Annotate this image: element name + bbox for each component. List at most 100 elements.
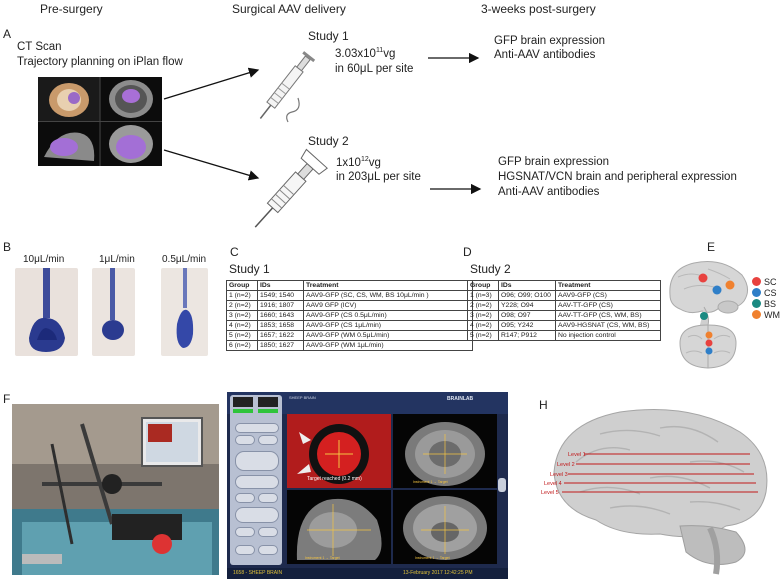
legend-dot-cs [752,288,761,297]
table-header: Treatment [303,280,473,291]
footer-patient: 1658 - SHEEP BRAIN [233,570,283,576]
instrument-label: Instrument 1 → Target [305,556,340,560]
level-label-2: Level 2 [557,462,575,468]
control-button[interactable] [258,493,278,503]
study2-dose: 1x1012vg [336,156,381,169]
injection-site-legend: SC CS BS WM [752,276,780,320]
display-box-right [258,397,278,407]
study2-outcome-1: GFP brain expression [498,156,610,168]
target-message: Target reached (0.2 mm) [307,476,362,482]
back-button[interactable] [235,545,255,555]
panel-label-d: D [463,245,472,259]
level-label-3: Level 3 [550,472,568,478]
syringe-small-icon [240,40,330,135]
panel-label-c: C [230,245,239,259]
study2-volume: in 203μL per site [336,171,421,183]
study2-label: Study 2 [308,134,349,148]
rate-label-10: 10μL/min [23,254,65,265]
header-post-surgery: 3-weeks post-surgery [481,2,596,16]
panel-label-b: B [3,240,12,254]
control-button[interactable] [235,493,255,503]
table-header: Group [467,280,499,291]
ct-scan-label: CT Scan [17,41,62,53]
header-pre-surgery: Pre-surgery [40,2,103,16]
status-light-left [233,409,253,413]
table-header: IDs [257,280,304,291]
control-button[interactable] [235,435,255,445]
zoom-selector[interactable] [235,507,279,523]
table-header: Treatment [555,280,661,291]
control-button[interactable] [258,527,278,537]
legend-dot-sc [752,277,761,286]
step-selector[interactable] [235,475,279,489]
control-button[interactable] [235,423,279,433]
dye-injection-photo-05 [161,268,208,356]
ct-view-top-right: Instrument 1 → Target [393,414,497,488]
depth-selector[interactable] [235,451,279,471]
legend-dot-wm [752,310,761,319]
control-button[interactable] [258,545,278,555]
surgical-setup-photo [12,404,219,575]
brain-levels-diagram: Level 1 Level 2 Level 3 Level 4 Level 5 [540,402,778,577]
legend-item-sc: SC [752,276,780,287]
rate-label-1: 1μL/min [99,254,135,265]
study1-dose: 3.03x1011vg [335,47,396,60]
study1-label: Study 1 [308,29,349,43]
patient-name: SHEEP BRAIN [289,395,316,400]
study2-table-title: Study 2 [470,262,511,276]
panel-label-h: H [539,398,548,412]
navigation-software-screenshot: SHEEP BRAIN BRAINLAB Target reached (0.2… [227,392,508,579]
control-panel [230,395,282,565]
brainlab-logo: BRAINLAB [447,396,474,402]
rate-label-05: 0.5μL/min [162,254,207,265]
target-view: Target reached (0.2 mm) [287,414,391,488]
dye-injection-photo-1 [92,268,135,356]
panel-label-f: F [3,392,11,406]
ct-view-bottom-left: Instrument 1 → Target [287,490,391,564]
study1-volume: in 60μL per site [335,63,414,75]
instrument-label: Instrument 1 → Target [413,480,448,484]
dye-injection-photo-10 [15,268,78,356]
level-label-4: Level 4 [544,481,562,487]
study1-table-title: Study 1 [229,262,270,276]
instrument-label: Instrument 1 → Target [415,556,450,560]
level-label-5: Level 5 [541,490,559,496]
legend-dot-bs [752,299,761,308]
level-label-1: Level 1 [568,452,586,458]
panel-scroll-handle[interactable] [498,478,506,492]
table-header: IDs [498,280,556,291]
legend-item-cs: CS [752,287,780,298]
study2-outcome-2: HGSNAT/VCN brain and peripheral expressi… [498,171,737,183]
display-box-left [233,397,253,407]
panel-label-a: A [3,27,12,41]
panel-label-e: E [707,240,716,254]
ct-scan-image [38,77,162,166]
status-light-right [258,409,278,413]
trajectory-planning-label: Trajectory planning on iPlan flow [17,56,183,68]
legend-item-bs: BS [752,298,780,309]
header-surgical-delivery: Surgical AAV delivery [232,2,346,16]
footer-datetime: 13-February 2017 12:42:25 PM [403,570,473,576]
study2-table: Group IDs Treatment 1 (n=3)O96; O99; O10… [467,280,661,341]
control-button[interactable] [235,527,255,537]
study1-outcome-2: Anti-AAV antibodies [494,49,596,61]
table-header: Group [226,280,258,291]
legend-item-wm: WM [752,309,780,320]
study1-outcome-1: GFP brain expression [494,35,606,47]
syringe-large-icon [238,143,333,243]
control-button[interactable] [258,435,278,445]
brain-injection-sites-diagram [664,255,752,370]
